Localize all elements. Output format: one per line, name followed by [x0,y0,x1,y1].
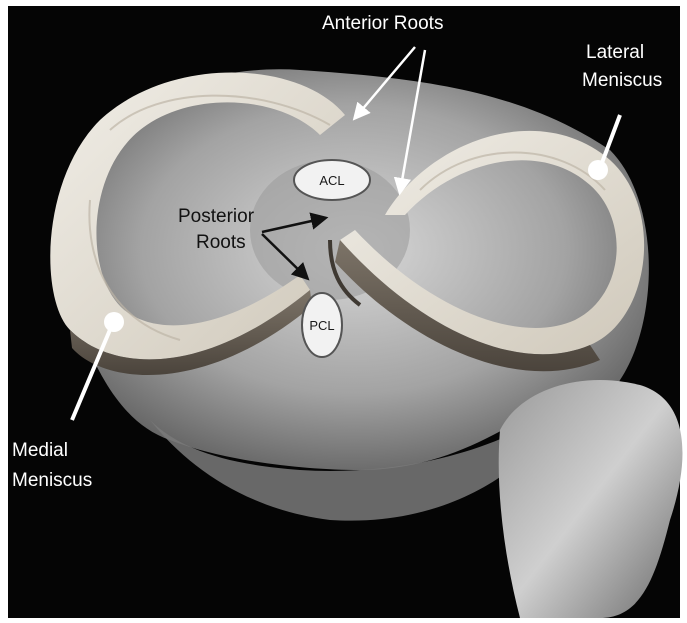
medial-marker-dot [104,312,124,332]
lateral-label-line2: Meniscus [582,70,662,93]
anterior-roots-label: Anterior Roots [322,13,443,36]
lateral-label-line1: Lateral [586,42,644,65]
acl-footprint: ACL [294,160,370,200]
medial-label-line1: Medial [12,440,68,463]
lateral-marker-dot [588,160,608,180]
medial-label-line2: Meniscus [12,470,92,493]
pcl-label: PCL [309,318,334,333]
posterior-label-line1: Posterior [178,206,254,229]
acl-label: ACL [319,173,344,188]
pcl-footprint: PCL [302,293,342,357]
posterior-label-line2: Roots [196,232,246,255]
